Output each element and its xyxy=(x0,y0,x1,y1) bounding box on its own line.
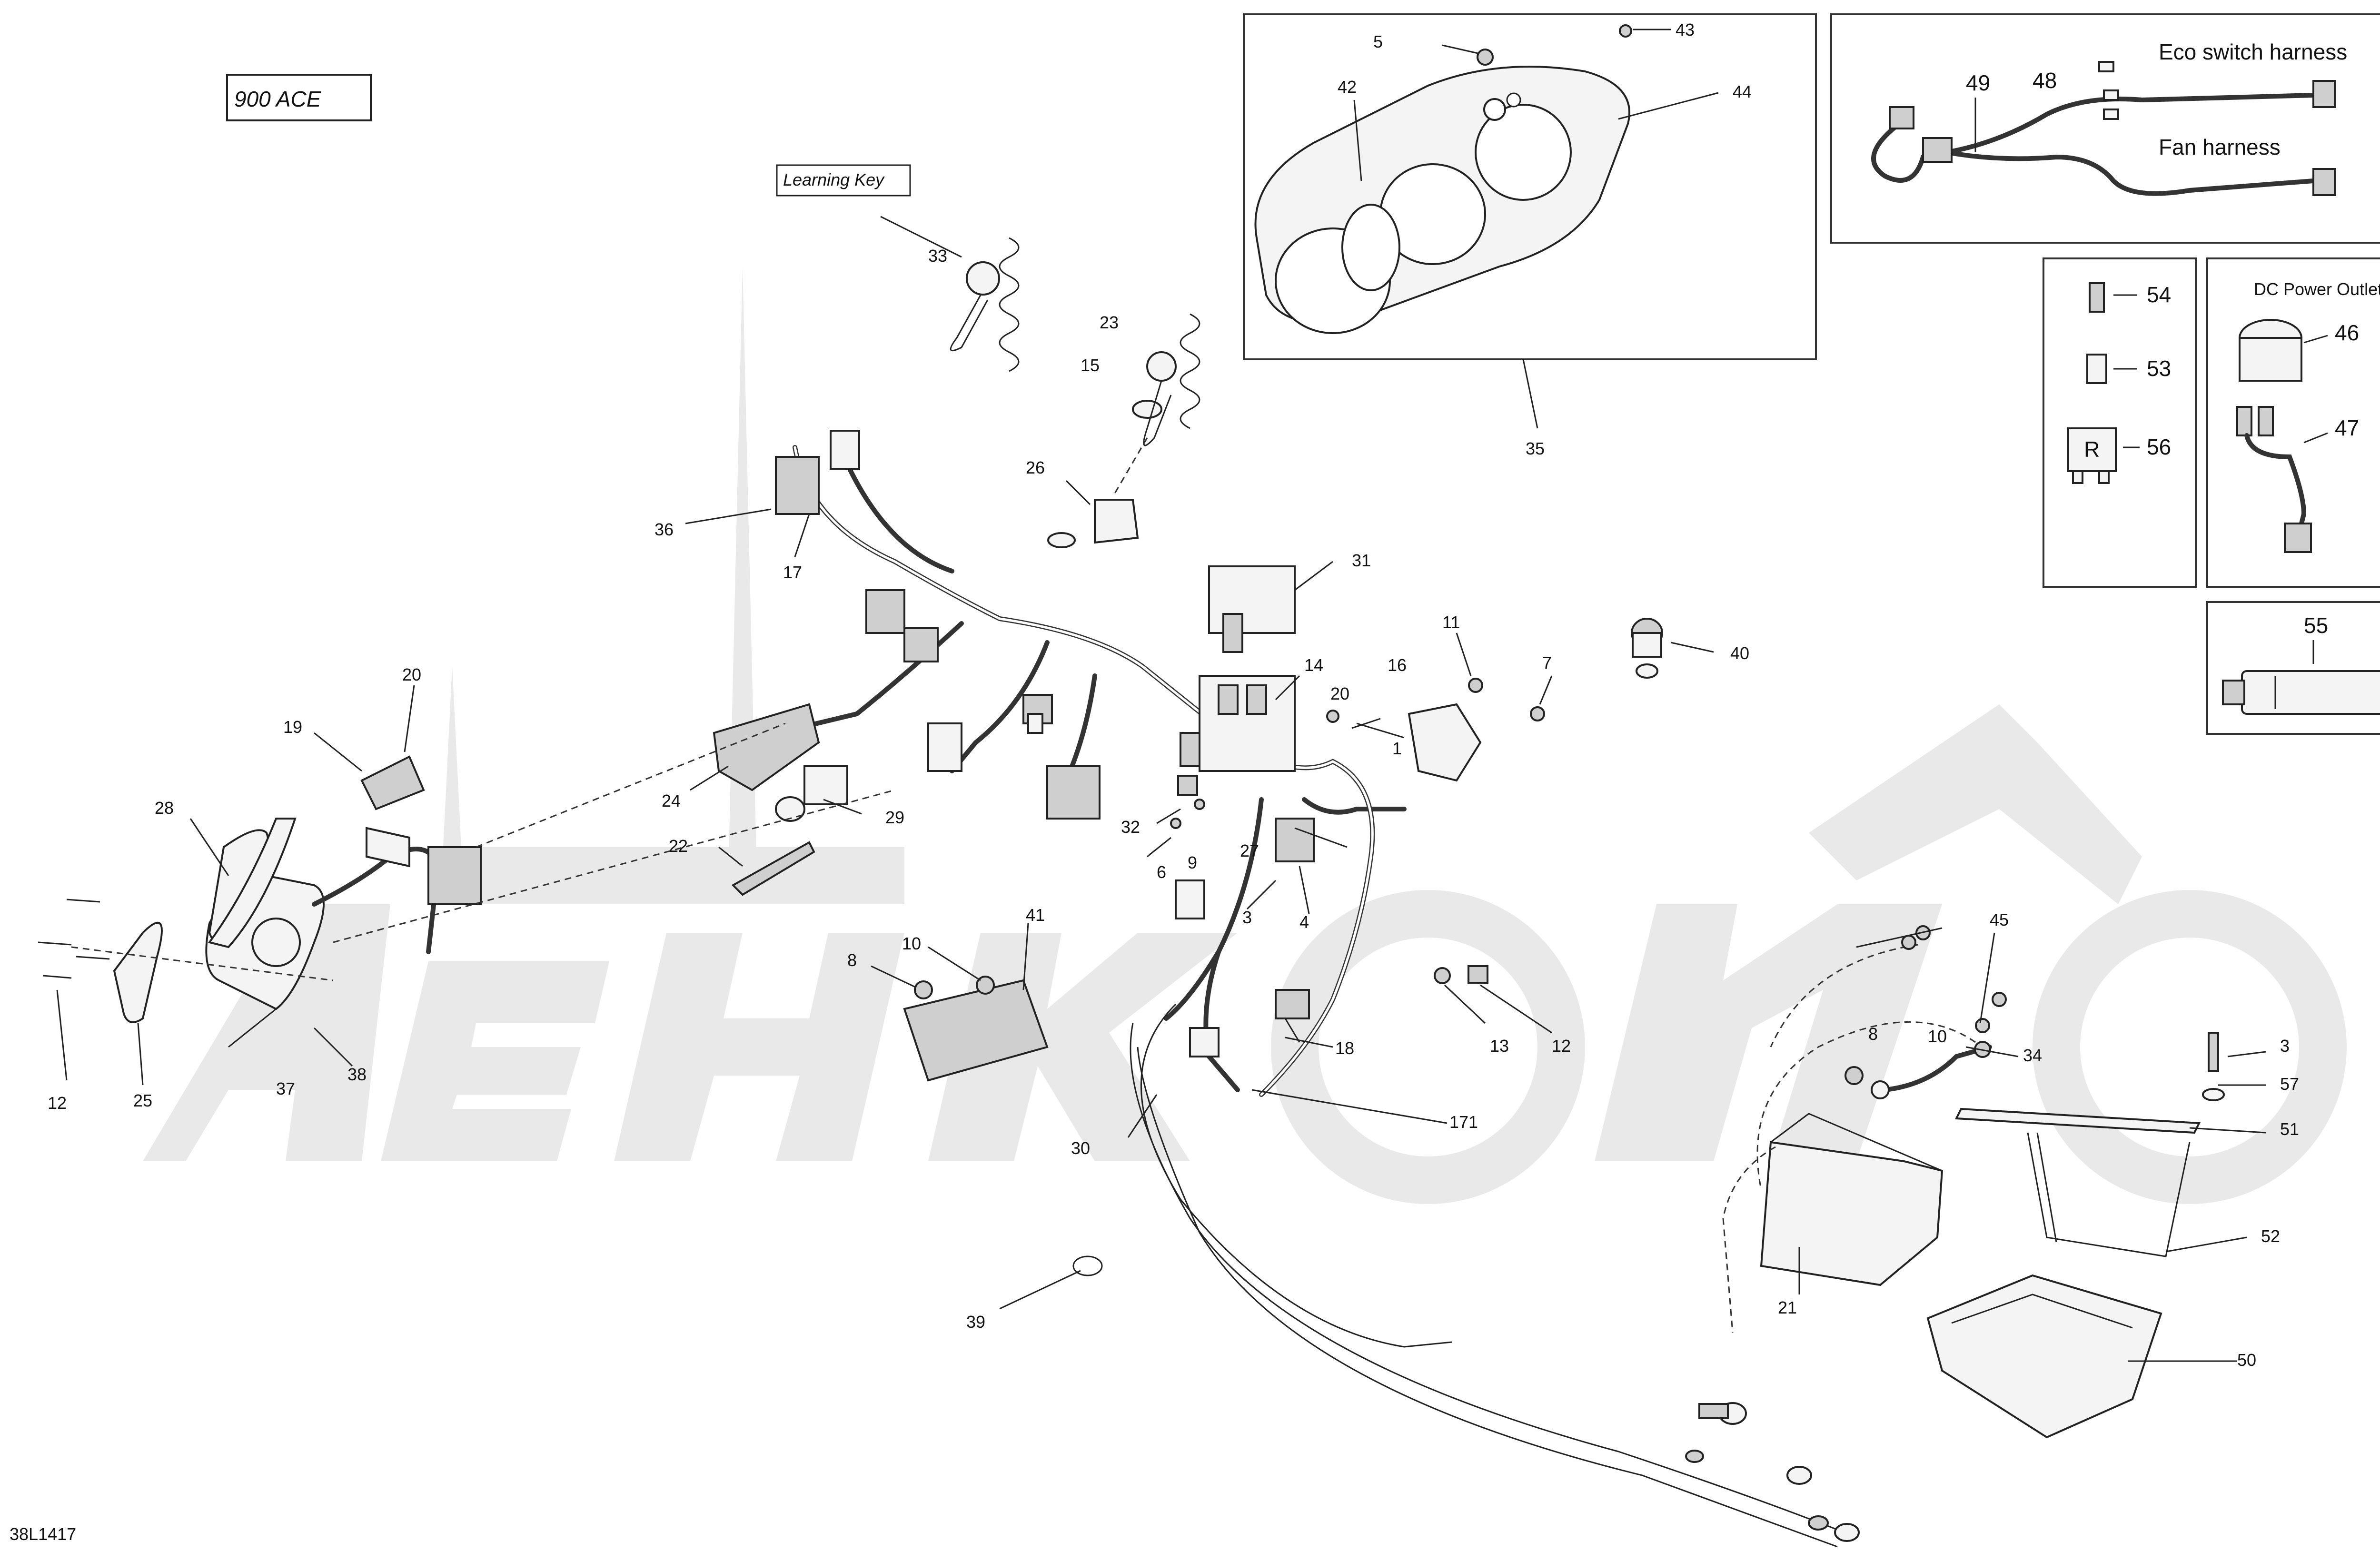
svg-text:4: 4 xyxy=(1299,912,1309,932)
svg-text:46: 46 xyxy=(2335,320,2359,345)
svg-text:57: 57 xyxy=(2280,1074,2299,1094)
svg-text:42: 42 xyxy=(1338,77,1357,97)
dc-outlet-title: DC Power Outlet xyxy=(2254,279,2380,299)
svg-text:6: 6 xyxy=(1157,862,1166,882)
svg-text:50: 50 xyxy=(2237,1350,2256,1370)
svg-text:19: 19 xyxy=(283,717,302,737)
svg-text:52: 52 xyxy=(2261,1226,2280,1246)
svg-text:47: 47 xyxy=(2335,415,2359,440)
svg-text:10: 10 xyxy=(902,934,921,953)
svg-text:51: 51 xyxy=(2280,1119,2299,1139)
svg-text:20: 20 xyxy=(402,665,421,684)
svg-text:18: 18 xyxy=(1335,1038,1354,1058)
inset-grease: 55 xyxy=(2206,601,2380,735)
main-harness xyxy=(713,313,1714,1097)
relay-letter: R xyxy=(2084,437,2100,462)
svg-text:171: 171 xyxy=(1449,1112,1478,1132)
inset-fuses: 54 53 R 56 xyxy=(2043,257,2197,588)
svg-text:16: 16 xyxy=(1388,655,1407,675)
svg-text:13: 13 xyxy=(1490,1036,1509,1056)
svg-text:28: 28 xyxy=(155,798,174,818)
svg-text:45: 45 xyxy=(1990,910,2009,929)
watermark xyxy=(143,267,2347,1204)
svg-text:15: 15 xyxy=(1081,356,1100,375)
svg-text:5: 5 xyxy=(1373,32,1383,51)
svg-text:36: 36 xyxy=(654,520,674,539)
svg-text:9: 9 xyxy=(1188,853,1197,872)
gauge-ref: 35 xyxy=(1526,439,1545,458)
svg-text:30: 30 xyxy=(1071,1138,1090,1158)
svg-text:27: 27 xyxy=(1240,841,1259,860)
svg-text:8: 8 xyxy=(1868,1024,1878,1044)
svg-text:32: 32 xyxy=(1121,817,1140,837)
svg-text:38: 38 xyxy=(347,1065,367,1084)
svg-text:17: 17 xyxy=(783,563,802,582)
svg-text:20: 20 xyxy=(1330,684,1349,703)
handlebar-switch xyxy=(38,685,895,1081)
svg-text:43: 43 xyxy=(1676,20,1695,40)
svg-text:26: 26 xyxy=(1026,458,1045,477)
inset-dc-outlet: DC Power Outlet 46 47 xyxy=(2206,257,2380,588)
fan-harness-label: Fan harness xyxy=(2159,135,2281,159)
leader-lines xyxy=(137,508,2266,1362)
svg-text:7: 7 xyxy=(1542,653,1552,672)
battery-cables xyxy=(1130,925,2007,1548)
svg-text:10: 10 xyxy=(1928,1027,1947,1046)
svg-text:29: 29 xyxy=(885,808,904,827)
svg-text:1: 1 xyxy=(1392,739,1402,758)
svg-text:56: 56 xyxy=(2147,435,2171,459)
svg-text:31: 31 xyxy=(1352,551,1371,570)
svg-text:8: 8 xyxy=(847,950,857,970)
svg-text:11: 11 xyxy=(1442,612,1460,632)
svg-text:12: 12 xyxy=(1552,1036,1571,1056)
svg-text:33: 33 xyxy=(928,246,947,266)
svg-text:22: 22 xyxy=(669,836,688,856)
svg-text:55: 55 xyxy=(2304,613,2328,638)
svg-text:53: 53 xyxy=(2147,356,2171,381)
callout-numbers: 33 23 15 26 36 17 31 11 7 14 20 16 1 40 … xyxy=(48,246,2299,1370)
svg-text:3: 3 xyxy=(2280,1036,2290,1056)
svg-text:23: 23 xyxy=(1100,313,1119,332)
drawing-number: 38L1417 xyxy=(10,1524,76,1544)
svg-text:21: 21 xyxy=(1778,1298,1797,1317)
svg-text:39: 39 xyxy=(966,1312,985,1332)
model-label: 900 ACE xyxy=(234,87,322,111)
svg-text:54: 54 xyxy=(2147,282,2171,307)
eco-harness-label: Eco switch harness xyxy=(2159,40,2347,64)
svg-text:14: 14 xyxy=(1304,655,1323,675)
inset-gauge-cluster: 5 43 42 44 35 xyxy=(1243,13,1817,458)
svg-text:3: 3 xyxy=(1242,908,1252,927)
svg-text:34: 34 xyxy=(2023,1046,2042,1065)
svg-text:49: 49 xyxy=(1966,70,1990,95)
svg-text:44: 44 xyxy=(1733,82,1752,101)
model-badge: 900 ACE xyxy=(226,74,372,121)
inset-harness: Eco switch harness Fan harness 49 48 xyxy=(1830,13,2380,244)
learning-key-group: Learning Key xyxy=(776,164,1020,372)
learning-key-label: Learning Key xyxy=(783,170,885,189)
svg-text:40: 40 xyxy=(1730,643,1749,663)
battery xyxy=(1072,1032,2225,1439)
svg-text:25: 25 xyxy=(133,1091,152,1110)
svg-text:37: 37 xyxy=(276,1079,295,1098)
svg-text:41: 41 xyxy=(1026,905,1045,925)
svg-text:48: 48 xyxy=(2033,68,2057,93)
svg-text:24: 24 xyxy=(662,791,681,810)
svg-text:12: 12 xyxy=(48,1093,67,1113)
